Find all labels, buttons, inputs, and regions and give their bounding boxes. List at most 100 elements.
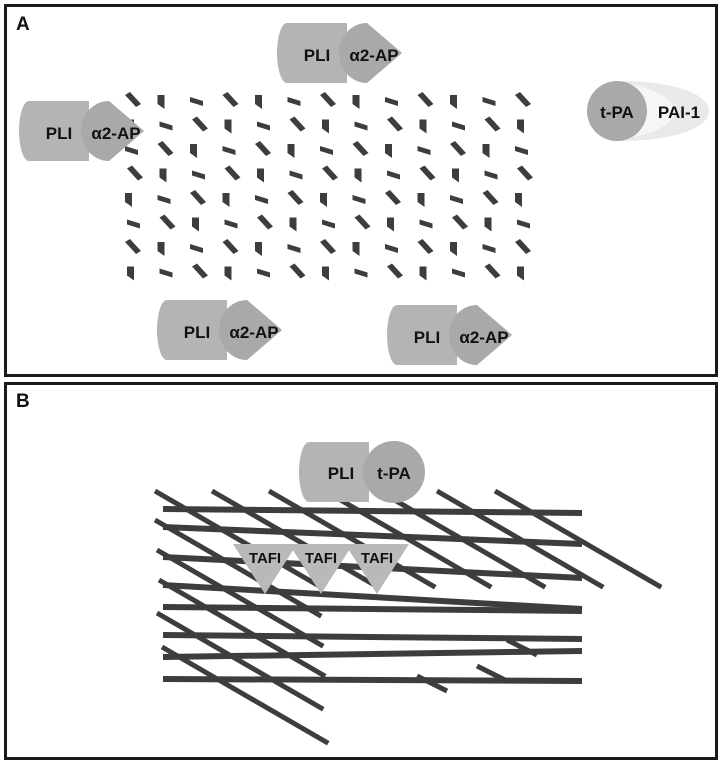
fibrin-strand (210, 488, 380, 590)
panel-b: B PLI t-PA TAFI TAFI TAFI (4, 382, 718, 760)
a2ap-head (339, 23, 402, 83)
fibrin-fragment (515, 193, 522, 207)
fibrin-fragment (289, 170, 303, 180)
fibrin-fragment (320, 146, 333, 155)
fibrin-fragment (125, 239, 141, 254)
fibrin-fragment (352, 242, 360, 256)
fibrin-mesh (153, 488, 663, 746)
fibrin-fragment (452, 121, 465, 131)
fibrin-fragment (192, 116, 208, 132)
tafi-label: TAFI (305, 550, 337, 567)
fibrin-fragments (125, 92, 533, 281)
fibrin-fragment (125, 92, 141, 107)
fibrin-fragment (287, 97, 301, 106)
fibrin-fragment (157, 141, 174, 156)
pli-cylinder (299, 442, 369, 502)
fibrin-fragment (289, 116, 306, 132)
fibrin-fragment (255, 95, 262, 109)
fibrin-fragment (224, 219, 238, 229)
fibrin-fragment (159, 214, 176, 230)
fibrin-fragment (289, 263, 306, 279)
fibrin-fragment (515, 92, 531, 107)
fibrin-strand (415, 673, 449, 694)
fibrin-strand (153, 517, 323, 619)
fibrin-fragment (482, 190, 499, 205)
pli-a2ap-complex-2: PLI α2-AP (19, 101, 144, 161)
fibrin-fragment (419, 266, 427, 281)
tafi-label: TAFI (249, 550, 281, 567)
tpa-label: t-PA (377, 464, 411, 483)
fibrin-fragment (417, 239, 434, 254)
tafi-triangle (233, 544, 297, 594)
fibrin-strand (162, 582, 583, 612)
fibrin-fragment (387, 217, 394, 232)
fibrin-fragment (322, 119, 329, 134)
fibrin-fragment (127, 219, 140, 229)
panel-a-label: A (16, 14, 30, 35)
fibrin-fragment (157, 195, 171, 204)
fibrin-fragment (157, 95, 165, 109)
fibrin-fragment (127, 266, 134, 281)
pli-label: PLI (304, 46, 330, 65)
pli-label: PLI (328, 464, 354, 483)
fibrin-fragment (222, 146, 236, 155)
a2ap-head (219, 300, 282, 360)
fibrin-fragment (515, 239, 531, 254)
fibrin-fragment (419, 165, 436, 181)
tpa-head (587, 81, 647, 141)
fibrin-fragment (222, 193, 230, 207)
pli-label: PLI (184, 323, 210, 342)
fibrin-fragment (320, 193, 327, 207)
fibrin-fragment (192, 217, 199, 232)
fibrin-fragment (417, 193, 425, 207)
fibrin-fragment (517, 119, 524, 134)
fibrin-strand (153, 488, 323, 590)
fibrin-fragment (417, 146, 431, 155)
fibrin-fragment (322, 165, 338, 181)
fibrin-fragment (387, 116, 403, 132)
fibrin-fragment (385, 97, 398, 106)
a2ap-label: α2-AP (349, 46, 398, 65)
fibrin-fragment (385, 244, 398, 253)
fibrin-fragment (452, 214, 468, 230)
panel-a-canvas: PLI α2-AP PLI α2-AP PLI α2-AP PL (19, 23, 709, 365)
a2ap-label: α2-AP (459, 328, 508, 347)
fibrin-fragment (159, 121, 173, 131)
fibrin-fragment (190, 244, 203, 253)
a2ap-head (81, 101, 144, 161)
fibrin-strand (323, 488, 493, 590)
fibrin-strand (162, 506, 583, 516)
fibrin-strand (493, 488, 663, 590)
fibrin-fragment (354, 168, 362, 183)
fibrin-fragment (190, 97, 203, 106)
fibrin-fragment (417, 92, 434, 107)
fibrin-fragment (517, 219, 530, 229)
fibrin-fragment (385, 144, 392, 158)
fibrin-fragment (320, 92, 336, 107)
tpa-label: t-PA (600, 103, 634, 122)
tafi-marker-2: TAFI (289, 544, 353, 594)
a2ap-label: α2-AP (91, 124, 140, 143)
pli-a2ap-complex-3: PLI α2-AP (157, 300, 282, 360)
fibrin-fragment (517, 165, 533, 181)
fibrin-fragment (482, 244, 496, 253)
fibrin-strand (475, 663, 509, 684)
fibrin-fragment (450, 242, 457, 256)
fibrin-fragment (257, 268, 270, 278)
fibrin-fragment (255, 195, 268, 204)
fibrin-fragment (257, 121, 270, 131)
pai1-label: PAI-1 (658, 103, 700, 122)
fibrin-strand (162, 676, 583, 684)
fibrin-fragment (192, 263, 208, 279)
fibrin-fragment (125, 193, 132, 207)
fibrin-fragment (257, 168, 264, 183)
fibrin-fragment (255, 141, 271, 156)
fibrin-fragment (192, 170, 205, 180)
fibrin-strand (162, 604, 583, 614)
panel-a: A PLI α2-AP PLI α2-AP PLI α (4, 4, 718, 377)
fibrin-fragment (385, 190, 401, 205)
fibrin-fragment (484, 217, 492, 232)
fibrin-fragment (352, 141, 369, 156)
fibrin-fragment (224, 266, 232, 281)
fibrin-fragment (484, 170, 498, 180)
